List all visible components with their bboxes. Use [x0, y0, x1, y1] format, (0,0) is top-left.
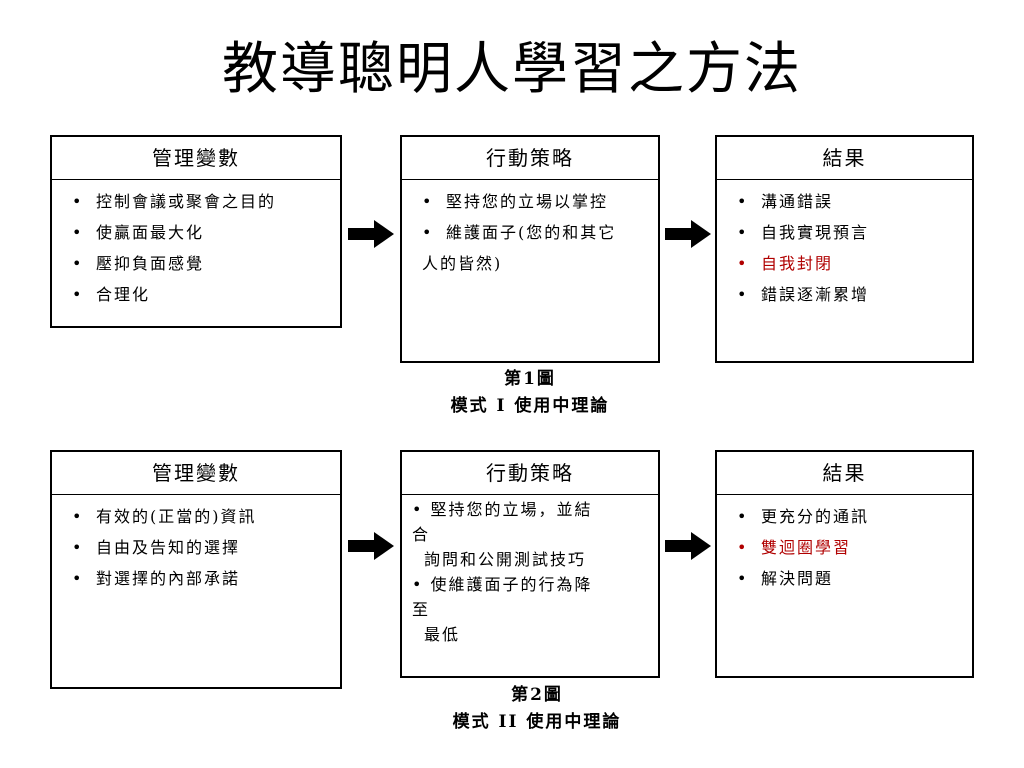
list-item: 錯誤逐漸累增	[731, 279, 962, 310]
figure-number: 第2圖	[511, 685, 563, 705]
action-strategies-box-2: 行動策略 • 堅持您的立場，並結 合 詢問和公開測試技巧 • 使維護面子的行為降…	[400, 450, 660, 678]
figure-caption-1: 第1圖 模式 I 使用中理論	[380, 366, 680, 420]
list-item: 更充分的通訊	[731, 501, 962, 532]
text-line: • 使維護面子的行為降	[412, 575, 593, 594]
figure-title: 模式 II 使用中理論	[452, 712, 622, 732]
action-strategies-box-1: 行動策略 堅持您的立場以掌控 維護面子(您的和其它 人的皆然)	[400, 135, 660, 363]
list-item-highlighted: 自我封閉	[731, 248, 962, 279]
box-header: 結果	[717, 452, 972, 495]
list-item: 自由及告知的選擇	[66, 532, 330, 563]
page-title: 教導聰明人學習之方法	[222, 37, 802, 102]
governing-variables-box-1: 管理變數 控制會議或聚會之目的 使贏面最大化 壓抑負面感覺 合理化	[50, 135, 342, 328]
list-item: 溝通錯誤	[731, 186, 962, 217]
text-line: 詢問和公開測試技巧	[424, 550, 587, 569]
box-header: 行動策略	[402, 137, 658, 180]
list-item-highlighted: 雙迴圈學習	[731, 532, 962, 563]
list-item: 控制會議或聚會之目的	[66, 186, 330, 217]
list-item: 合理化	[66, 279, 330, 310]
consequences-box-1: 結果 溝通錯誤 自我實現預言 自我封閉 錯誤逐漸累增	[715, 135, 974, 363]
list-item: 對選擇的內部承諾	[66, 563, 330, 594]
box-header: 管理變數	[52, 452, 340, 495]
arrow-right-icon	[348, 532, 394, 560]
arrow-right-icon	[348, 220, 394, 248]
text-line: 最低	[424, 625, 461, 644]
text-line: • 堅持您的立場，並結	[412, 500, 593, 519]
figure-caption-2: 第2圖 模式 II 使用中理論	[387, 682, 687, 736]
box-header: 行動策略	[402, 452, 658, 495]
figure-number: 第1圖	[504, 369, 556, 389]
text-line: 至	[412, 600, 431, 619]
arrow-right-icon	[665, 220, 711, 248]
list-item: 有效的(正當的)資訊	[66, 501, 330, 532]
list-item: 堅持您的立場以掌控	[416, 186, 648, 217]
list-item: 自我實現預言	[731, 217, 962, 248]
list-item: 使贏面最大化	[66, 217, 330, 248]
box-header: 結果	[717, 137, 972, 180]
list-item: 解決問題	[731, 563, 962, 594]
figure-title: 模式 I 使用中理論	[450, 396, 610, 416]
box-header: 管理變數	[52, 137, 340, 180]
consequences-box-2: 結果 更充分的通訊 雙迴圈學習 解決問題	[715, 450, 974, 678]
arrow-right-icon	[665, 532, 711, 560]
governing-variables-box-2: 管理變數 有效的(正當的)資訊 自由及告知的選擇 對選擇的內部承諾	[50, 450, 342, 689]
text-line: 合	[412, 525, 431, 544]
list-item: 維護面子(您的和其它	[416, 217, 648, 248]
list-item: 壓抑負面感覺	[66, 248, 330, 279]
list-item-continuation: 人的皆然)	[422, 254, 503, 273]
